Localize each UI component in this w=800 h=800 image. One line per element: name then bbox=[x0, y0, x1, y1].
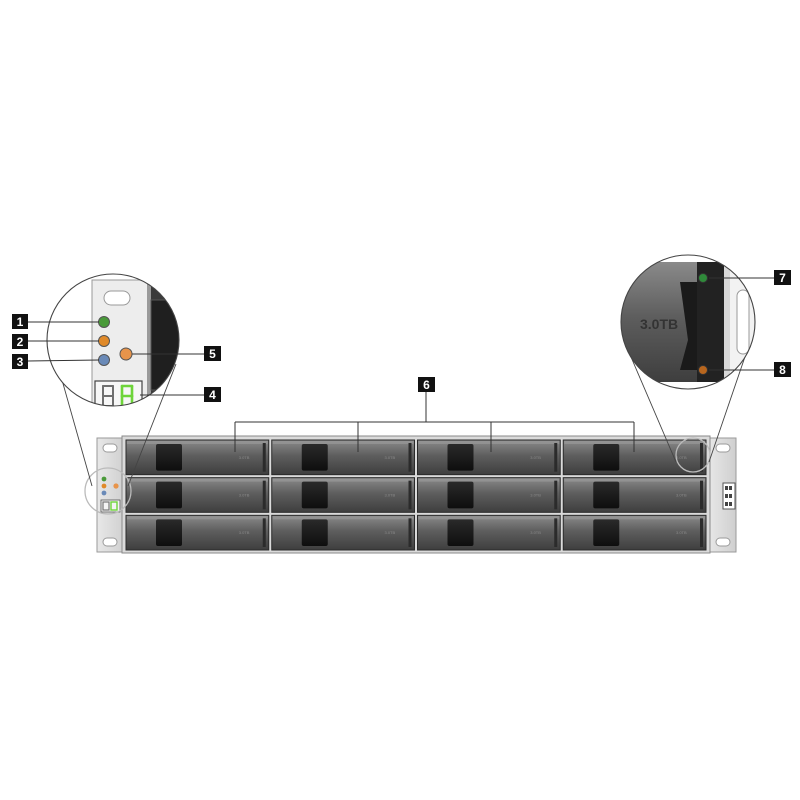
left-zoom-circle bbox=[46, 273, 180, 407]
drive-handle[interactable] bbox=[447, 519, 474, 546]
drive-bay[interactable]: 3.0TB bbox=[271, 514, 415, 551]
svg-text:6: 6 bbox=[423, 378, 430, 392]
drive-bay[interactable]: 3.0TB bbox=[562, 477, 707, 513]
left-rack-ear bbox=[96, 437, 126, 553]
drive-bay[interactable]: 3.0TB bbox=[271, 439, 415, 476]
drive-led-highlight-circle bbox=[675, 437, 711, 473]
drive-bay[interactable]: 3.0TB bbox=[125, 477, 270, 513]
drive-bays: 3.0TB 3.0TB 3.0TB 3.0TB 3.0TB 3.0TB 3.0TB 3.0TB… bbox=[125, 439, 707, 551]
drive-bay[interactable]: 3.0TB bbox=[271, 477, 415, 513]
drive-handle[interactable] bbox=[301, 444, 328, 471]
svg-text:8: 8 bbox=[779, 363, 786, 377]
drive-bay[interactable]: 3.0TB bbox=[417, 514, 561, 551]
callout-3: 3 bbox=[12, 354, 28, 369]
svg-text:5: 5 bbox=[209, 347, 216, 361]
drive-activity-led bbox=[698, 273, 708, 283]
drive-capacity-label: 3.0TB bbox=[676, 530, 687, 535]
control-panel-highlight-circle bbox=[84, 467, 132, 515]
drive-zoom: 3.0TB bbox=[621, 255, 755, 389]
drive-bay[interactable]: 3.0TB bbox=[417, 439, 561, 476]
left-ear-mini-panel bbox=[100, 476, 121, 513]
drive-bay[interactable]: 3.0TB bbox=[417, 477, 561, 513]
system-status-led bbox=[119, 347, 133, 361]
drive-handle[interactable] bbox=[301, 481, 328, 509]
drive-handle[interactable] bbox=[593, 444, 620, 471]
drive-capacity-label: 3.0TB bbox=[239, 493, 250, 498]
drive-bay[interactable]: 3.0TB bbox=[562, 514, 707, 551]
drive-capacity-label-zoom: 3.0TB bbox=[640, 316, 678, 332]
drive-capacity-label: 3.0TB bbox=[385, 455, 396, 460]
callout-7: 7 bbox=[774, 270, 791, 285]
svg-text:1: 1 bbox=[17, 315, 24, 329]
drive-handle[interactable] bbox=[593, 519, 620, 546]
callout-5: 5 bbox=[204, 346, 221, 361]
drive-capacity-label: 3.0TB bbox=[385, 493, 396, 498]
drive-bay[interactable]: 3.0TB bbox=[125, 514, 270, 551]
drive-capacity-label: 3.0TB bbox=[239, 455, 250, 460]
drive-status-led bbox=[698, 365, 708, 375]
drive-handle[interactable] bbox=[447, 481, 474, 509]
drive-capacity-label: 3.0TB bbox=[239, 530, 250, 535]
control-panel-zoom bbox=[47, 274, 179, 406]
drive-handle[interactable] bbox=[156, 444, 182, 471]
svg-text:2: 2 bbox=[17, 335, 24, 349]
locator-led bbox=[98, 354, 110, 366]
drive-handle[interactable] bbox=[156, 481, 182, 509]
drive-capacity-label: 3.0TB bbox=[676, 493, 687, 498]
drive-capacity-label: 3.0TB bbox=[530, 455, 541, 460]
svg-text:4: 4 bbox=[209, 388, 216, 402]
power-led bbox=[98, 316, 110, 328]
drive-bay[interactable]: 3.0TB bbox=[125, 439, 270, 476]
drive-capacity-label: 3.0TB bbox=[530, 493, 541, 498]
drive-handle[interactable] bbox=[593, 481, 620, 509]
callout-4: 4 bbox=[204, 387, 221, 402]
drive-handle[interactable] bbox=[301, 519, 328, 546]
drive-capacity-label: 3.0TB bbox=[530, 530, 541, 535]
drive-handle[interactable] bbox=[447, 444, 474, 471]
drive-handle[interactable] bbox=[156, 519, 182, 546]
id-display bbox=[94, 380, 143, 406]
display-digit-1 bbox=[102, 385, 114, 406]
fault-led bbox=[98, 335, 110, 347]
right-zoom-circle bbox=[620, 254, 756, 390]
callout-1: 1 bbox=[12, 314, 28, 329]
drive-capacity-label: 3.0TB bbox=[676, 455, 687, 460]
callout-2: 2 bbox=[12, 334, 28, 349]
svg-text:3: 3 bbox=[17, 355, 24, 369]
callout-badges: 1 2 3 4 5 6 7 8 bbox=[12, 270, 791, 402]
callout-6: 6 bbox=[418, 377, 435, 392]
callout-8: 8 bbox=[774, 362, 791, 377]
right-zoom-connector bbox=[627, 344, 750, 463]
leader-lines bbox=[27, 277, 774, 452]
left-zoom-connector bbox=[61, 363, 177, 487]
svg-text:7: 7 bbox=[779, 271, 786, 285]
drive-capacity-label: 3.0TB bbox=[385, 530, 396, 535]
